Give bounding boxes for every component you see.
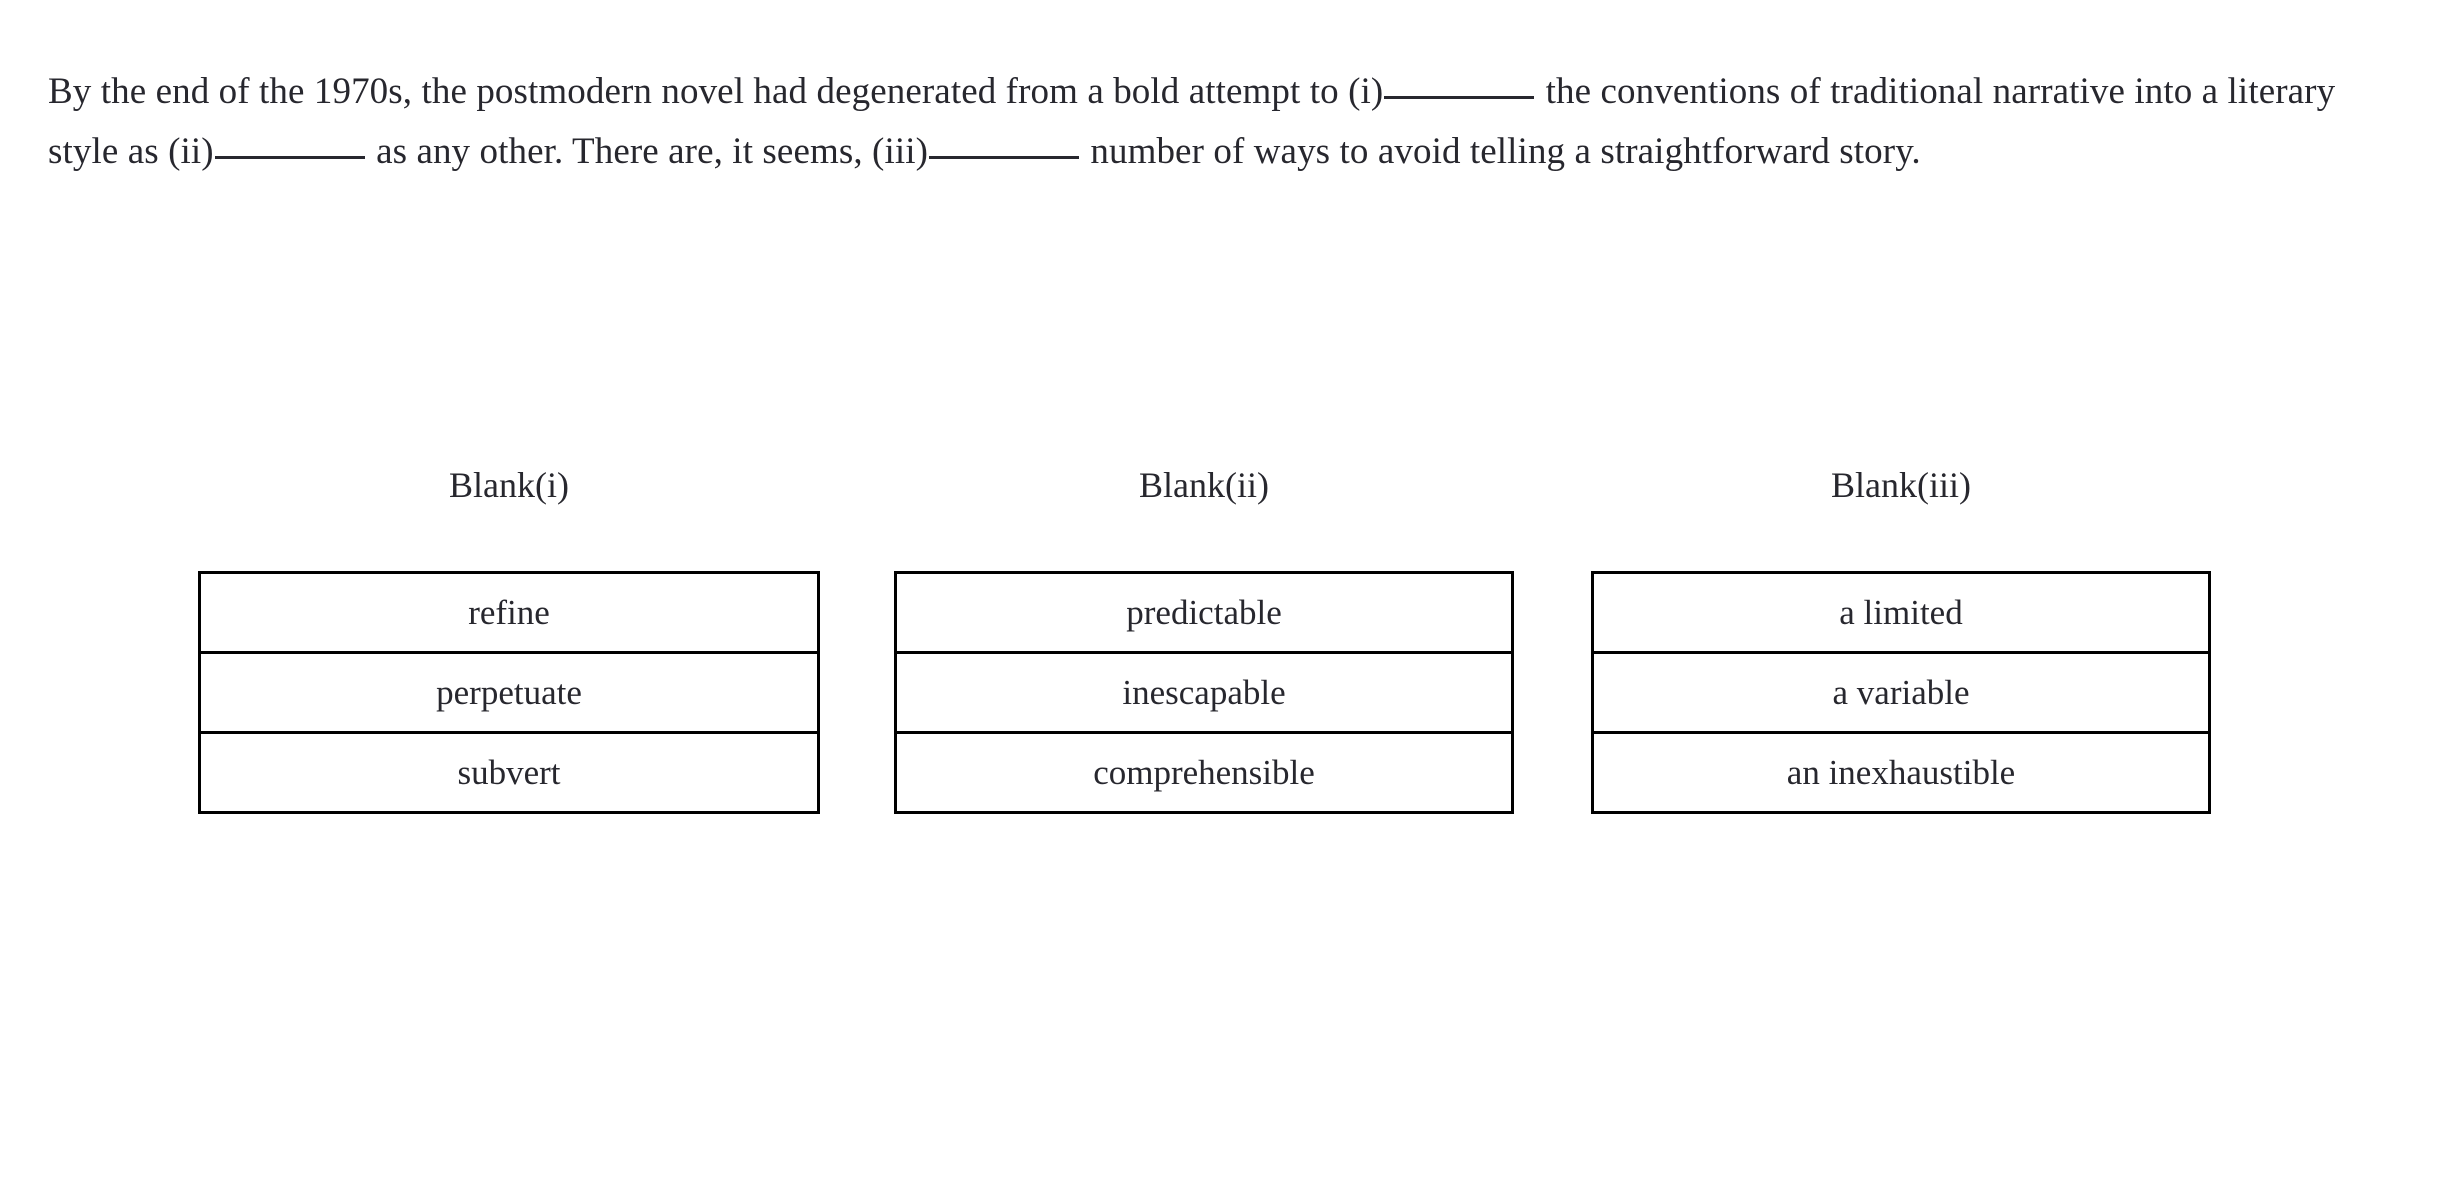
passage-segment-4: number of ways to avoid telling a straig… [1081, 131, 1921, 172]
table-row[interactable]: an inexhaustible [1593, 733, 2210, 813]
answer-choices-area: Blank(i) refine perpetuate subvert Blank… [0, 462, 2461, 822]
blank-iii-options-table: a limited a variable an inexhaustible [1591, 571, 2211, 814]
blank-ii-options-table: predictable inescapable comprehensible [894, 571, 1514, 814]
table-row[interactable]: refine [199, 573, 819, 653]
passage-blank-i [1384, 96, 1535, 99]
option-blank-ii-3[interactable]: comprehensible [1093, 753, 1315, 792]
passage-segment-1: By the end of the 1970s, the postmodern … [48, 71, 1384, 112]
blank-i-header: Blank(i) [449, 465, 569, 505]
passage-blank-iii [929, 156, 1080, 159]
table-row[interactable]: a variable [1592, 653, 2210, 733]
table-row[interactable]: a limited [1592, 573, 2210, 653]
option-blank-iii-3[interactable]: an inexhaustible [1786, 753, 2016, 792]
table-row[interactable]: subvert [200, 733, 819, 813]
blank-group-i: Blank(i) refine perpetuate subvert [198, 462, 820, 814]
table-row[interactable]: inescapable [895, 653, 1513, 733]
blank-i-options-table: refine perpetuate subvert [198, 571, 820, 814]
passage-blank-ii [214, 156, 365, 159]
option-blank-iii-1[interactable]: a limited [1839, 593, 1963, 632]
blank-group-iii: Blank(iii) a limited a variable an inexh… [1591, 462, 2211, 814]
option-blank-ii-1[interactable]: predictable [1126, 593, 1282, 632]
option-blank-iii-2[interactable]: a variable [1832, 673, 1970, 712]
option-blank-i-2[interactable]: perpetuate [436, 673, 582, 712]
blank-ii-header: Blank(ii) [1139, 465, 1269, 505]
passage-segment-3: as any other. There are, it seems, (iii) [366, 131, 929, 172]
table-row[interactable]: predictable [895, 573, 1513, 653]
table-row[interactable]: comprehensible [896, 733, 1513, 813]
blank-group-ii: Blank(ii) predictable inescapable compre… [894, 462, 1514, 814]
blank-iii-header: Blank(iii) [1831, 465, 1971, 505]
table-row[interactable]: perpetuate [199, 653, 819, 733]
passage-segment-2: the conventions of traditional narrative… [48, 71, 2345, 172]
option-blank-i-3[interactable]: subvert [457, 753, 561, 792]
option-blank-i-1[interactable]: refine [468, 593, 550, 632]
passage-text: By the end of the 1970s, the postmodern … [48, 62, 2378, 182]
option-blank-ii-2[interactable]: inescapable [1122, 673, 1286, 712]
